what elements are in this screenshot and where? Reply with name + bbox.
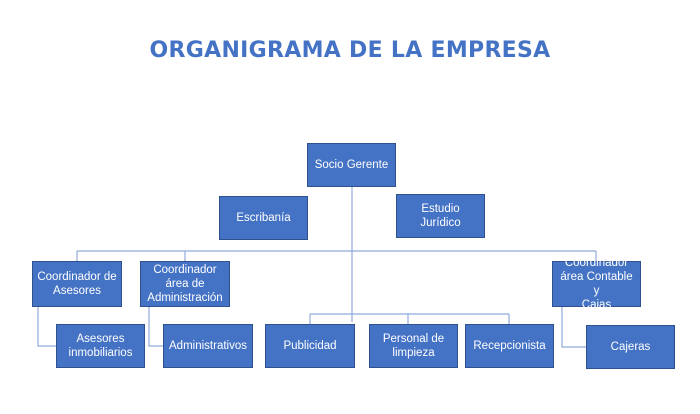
node-coordinador-contable: Coordinador área Contable y Cajas: [552, 257, 641, 311]
node-coordinador-administracion: Coordinador área de Administración: [140, 261, 230, 307]
node-asesores-inmobiliarios: Asesores inmobiliarios: [56, 324, 145, 368]
node-publicidad: Publicidad: [265, 324, 355, 368]
node-coordinador-asesores: Coordinador de Asesores: [32, 261, 122, 307]
node-cajeras: Cajeras: [586, 325, 675, 369]
node-socio-gerente: Socio Gerente: [307, 143, 396, 187]
connector-contable-child: [561, 307, 586, 348]
node-estudio-juridico: Estudio Jurídico: [396, 194, 485, 238]
node-escribania: Escribanía: [219, 196, 308, 240]
chart-title: ORGANIGRAMA DE LA EMPRESA: [149, 38, 551, 63]
node-administrativos: Administrativos: [163, 324, 253, 368]
connector-administracion-child: [148, 307, 163, 347]
node-recepcionista: Recepcionista: [465, 324, 554, 368]
connector-asesores-child: [37, 307, 56, 347]
node-personal-limpieza: Personal de limpieza: [369, 324, 458, 368]
